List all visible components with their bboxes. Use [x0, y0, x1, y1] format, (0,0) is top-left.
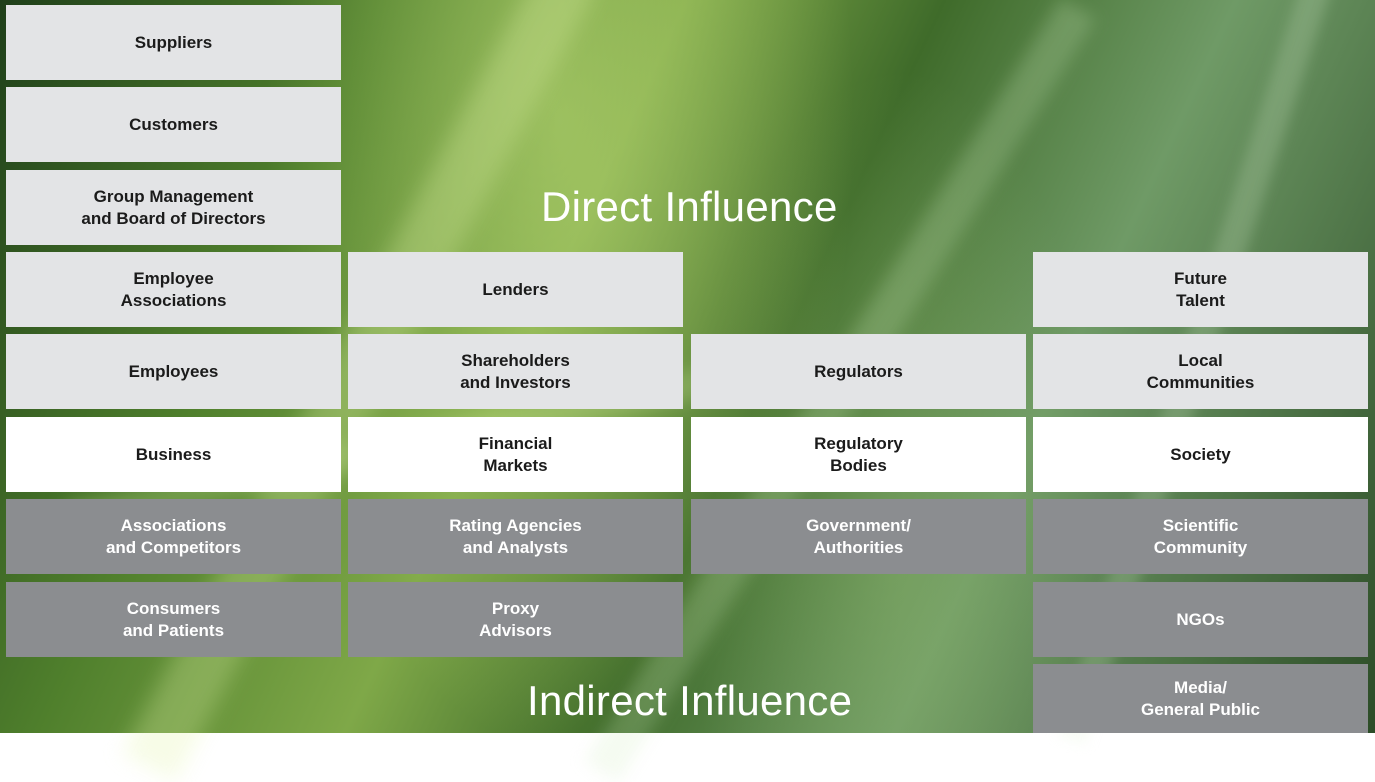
- stakeholder-media: Media/ General Public: [1033, 664, 1368, 733]
- stakeholder-consumers-patients: Consumers and Patients: [6, 582, 341, 657]
- stakeholder-scientific-community: Scientific Community: [1033, 499, 1368, 574]
- stakeholder-associations-competitors: Associations and Competitors: [6, 499, 341, 574]
- stakeholder-future-talent: Future Talent: [1033, 252, 1368, 327]
- stakeholder-local-communities: Local Communities: [1033, 334, 1368, 409]
- stakeholder-shareholders: Shareholders and Investors: [348, 334, 683, 409]
- category-regulatory-bodies: Regulatory Bodies: [691, 417, 1026, 492]
- indirect-influence-heading: Indirect Influence: [527, 677, 853, 724]
- stakeholder-regulators: Regulators: [691, 334, 1026, 409]
- direct-influence-heading: Direct Influence: [541, 183, 838, 230]
- stakeholder-customers: Customers: [6, 87, 341, 162]
- category-business: Business: [6, 417, 341, 492]
- category-financial-markets: Financial Markets: [348, 417, 683, 492]
- stakeholder-government: Government/ Authorities: [691, 499, 1026, 574]
- category-society: Society: [1033, 417, 1368, 492]
- stakeholder-lenders: Lenders: [348, 252, 683, 327]
- stakeholder-group-management: Group Management and Board of Directors: [6, 170, 341, 245]
- stakeholder-employees: Employees: [6, 334, 341, 409]
- stakeholder-rating-agencies: Rating Agencies and Analysts: [348, 499, 683, 574]
- stakeholder-ngos: NGOs: [1033, 582, 1368, 657]
- stakeholder-suppliers: Suppliers: [6, 5, 341, 80]
- stakeholder-proxy-advisors: Proxy Advisors: [348, 582, 683, 657]
- stakeholder-employee-associations: Employee Associations: [6, 252, 341, 327]
